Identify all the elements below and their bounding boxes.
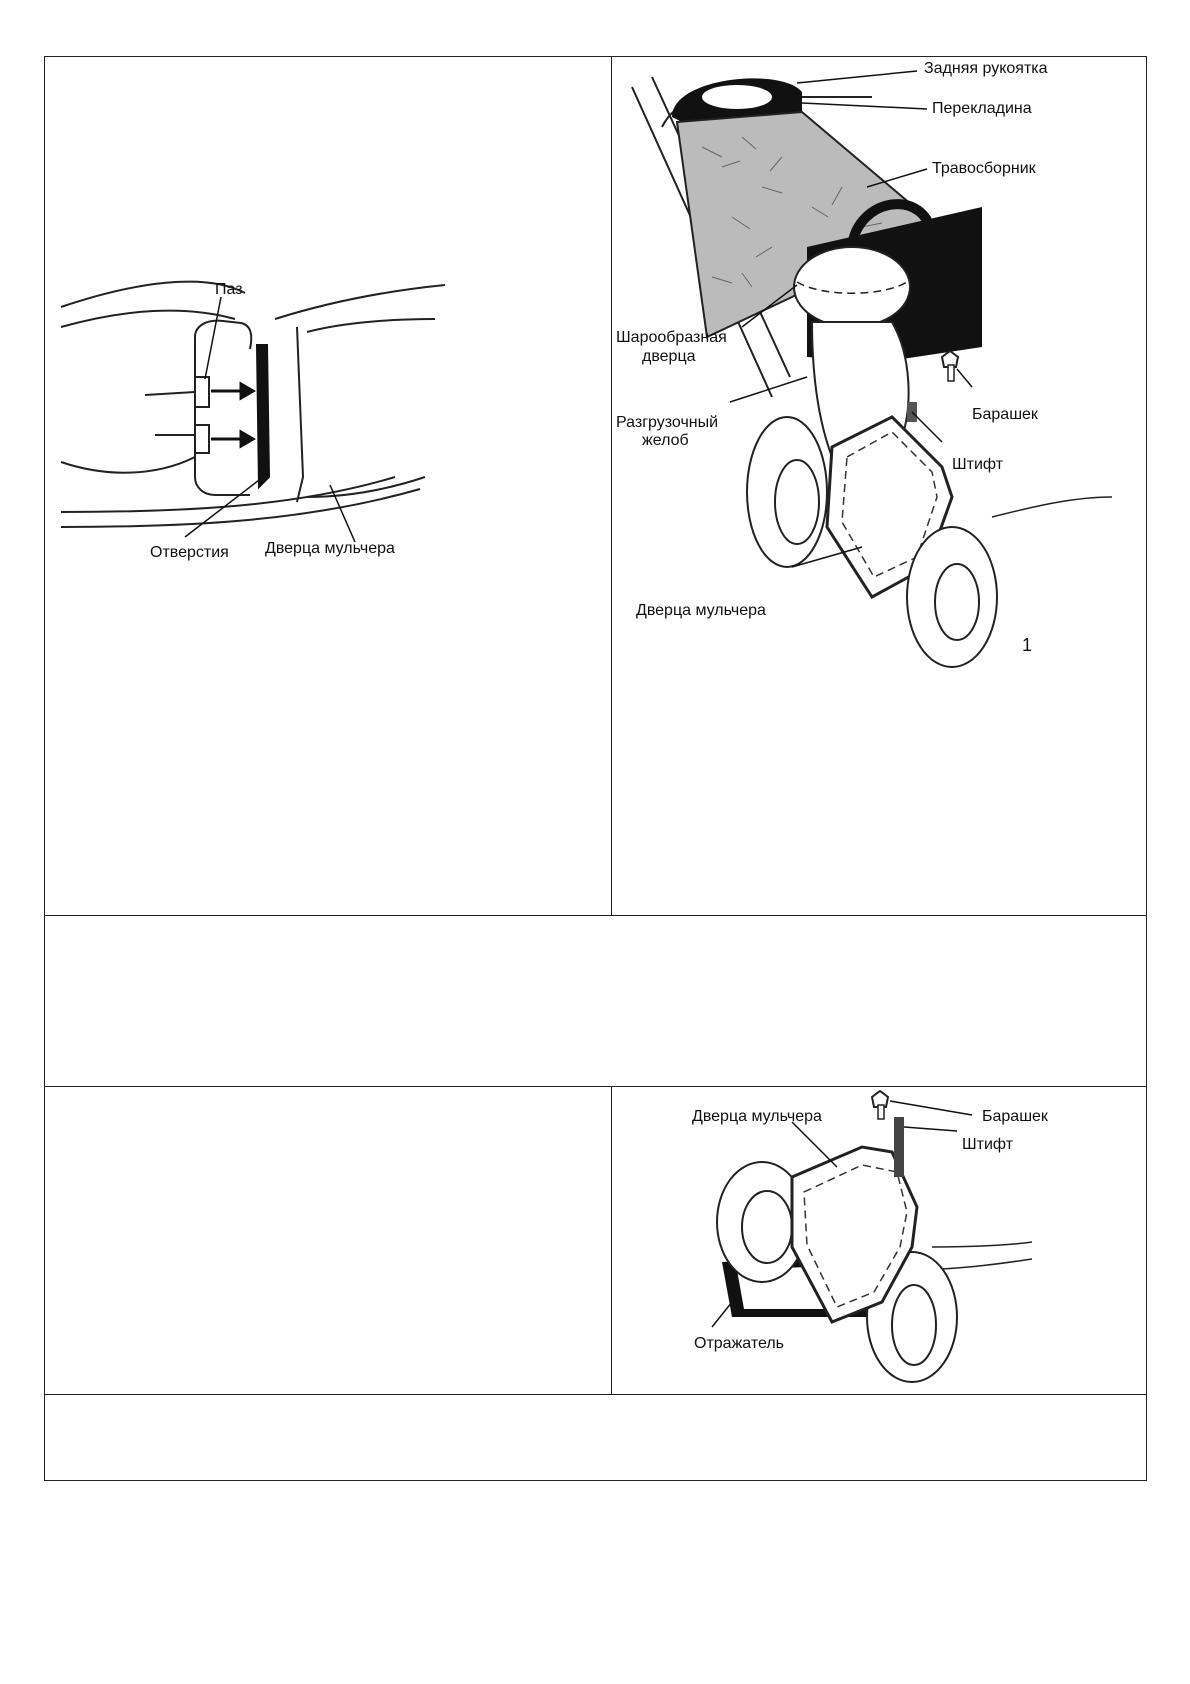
label-grass-catcher: Травосборник	[932, 160, 1037, 177]
label-mulch-door: Дверца мульчера	[636, 602, 766, 619]
label-figure-number: 1	[1022, 635, 1032, 655]
cell-grass-bag: ...	[611, 56, 1147, 916]
label-cutoff-top: ...	[702, 57, 714, 60]
label-chute-2: желоб	[642, 432, 689, 449]
cell-mulch-slot: Паз Отверстия Дверца мульчера	[44, 56, 612, 916]
label-ball-door-2: дверца	[642, 348, 696, 365]
cell-empty-wide-1	[44, 915, 1147, 1087]
label-wing-knob: Барашек	[982, 1108, 1049, 1125]
deflector-diagram: Дверца мульчера Барашек Штифт Отражатель	[692, 1089, 1049, 1383]
cell-deflector: Дверца мульчера Барашек Штифт Отражатель	[611, 1086, 1147, 1395]
label-wing-knob: Барашек	[972, 406, 1039, 423]
label-slot: Паз	[215, 281, 243, 298]
label-pin: Штифт	[962, 1136, 1014, 1153]
label-crossbar: Перекладина	[932, 100, 1032, 117]
label-rear-handle: Задняя рукоятка	[924, 60, 1048, 77]
label-mulch-door: Дверца мульчера	[692, 1108, 822, 1125]
label-deflector: Отражатель	[694, 1335, 784, 1352]
cell-empty-wide-2	[44, 1394, 1147, 1481]
grass-bag-diagram: ...	[616, 57, 1113, 668]
label-mulch-door: Дверца мульчера	[265, 540, 395, 557]
label-pin: Штифт	[952, 456, 1004, 473]
label-ball-door-1: Шарообразная	[616, 329, 727, 346]
cell-empty-left	[44, 1086, 612, 1395]
label-chute-1: Разгрузочный	[616, 414, 718, 431]
mulch-slot-diagram: Паз Отверстия Дверца мульчера	[60, 280, 446, 561]
label-holes: Отверстия	[150, 544, 229, 561]
